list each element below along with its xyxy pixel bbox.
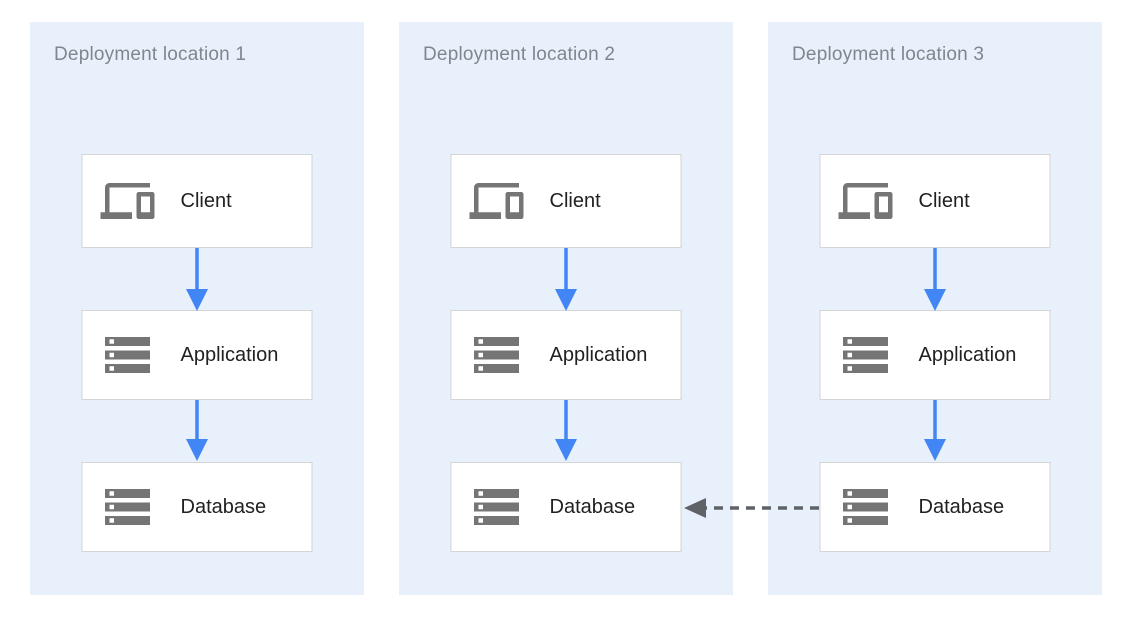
node-label: Database <box>180 495 267 518</box>
node-label: Application <box>918 343 1017 366</box>
devices-icon <box>469 174 524 228</box>
deployment-location-2-panel: Deployment location 2 Client Application… <box>399 22 733 595</box>
node-label: Database <box>549 495 636 518</box>
application-node: Application <box>450 310 682 400</box>
database-node: Database <box>450 462 682 552</box>
deployment-location-3-panel: Deployment location 3 Client Application… <box>768 22 1102 595</box>
server-stack-icon <box>470 480 524 534</box>
server-stack-icon <box>101 480 155 534</box>
panel-title: Deployment location 2 <box>423 44 616 65</box>
node-label: Client <box>549 189 601 212</box>
panel-title: Deployment location 3 <box>792 44 985 65</box>
server-stack-icon <box>101 328 155 382</box>
server-stack-icon <box>470 328 524 382</box>
server-stack-icon <box>839 480 893 534</box>
node-label: Client <box>180 189 232 212</box>
devices-icon <box>100 174 155 228</box>
application-node: Application <box>819 310 1051 400</box>
node-label: Client <box>918 189 970 212</box>
devices-icon <box>838 174 893 228</box>
node-label: Application <box>180 343 279 366</box>
application-node: Application <box>81 310 313 400</box>
database-node: Database <box>81 462 313 552</box>
node-label: Application <box>549 343 648 366</box>
database-node: Database <box>819 462 1051 552</box>
client-node: Client <box>81 154 313 248</box>
server-stack-icon <box>839 328 893 382</box>
client-node: Client <box>450 154 682 248</box>
node-label: Database <box>918 495 1005 518</box>
client-node: Client <box>819 154 1051 248</box>
deployment-location-1-panel: Deployment location 1 Client Application… <box>30 22 364 595</box>
panel-title: Deployment location 1 <box>54 44 247 65</box>
